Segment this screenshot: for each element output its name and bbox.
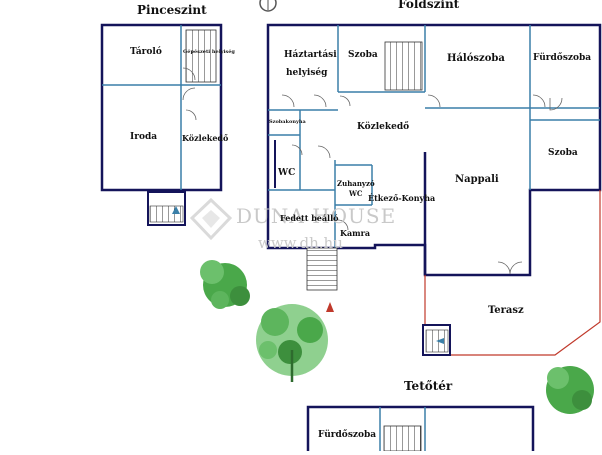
terrace [422,190,601,356]
room-label-zuhanyzo-wc: WC [349,189,363,198]
room-label-szobakonyha: Szobakonyha [269,119,306,125]
room-label-wc: WC [278,168,296,178]
room-label-fedett-beallo: Fedett beálló [280,213,339,223]
room-label-etkezo-konyha: Étkező-Konyha [368,193,436,203]
watermark-brand: DUNA HOUSE [236,204,397,228]
room-label-kozlekedo: Közlekedő [357,122,410,132]
ground-floor-title: Földszint [398,0,460,11]
watermark-logo-icon [189,197,233,241]
room-label-kozlekedo-basement: Közlekedő [182,133,229,143]
compass-icon [259,0,277,12]
room-label-haloszoba: Hálószoba [447,53,505,64]
basement-plan [100,23,223,226]
tree-icon [200,260,250,309]
watermark-url: www.dh.hu [258,234,343,252]
room-label-iroda: Iroda [130,132,158,142]
room-label-haztartasi: Háztartási [284,50,337,60]
room-label-terasz: Terasz [488,305,524,316]
room-label-gepeszeti: Gépészeti helyiség [183,49,235,55]
ground-plan [266,23,602,312]
room-label-szoba-2: Szoba [548,148,578,158]
room-label-taroló: Tároló [130,47,162,57]
basement-title: Pinceszint [137,3,207,17]
room-label-furdoszoba-attic: Fürdőszoba [318,430,377,440]
room-label-helyiseg: helyiség [286,68,328,78]
room-label-furdoszoba: Fürdőszoba [533,53,592,63]
attic-plan [306,405,535,452]
room-label-zuhanyzo: Zuhanyzó [337,179,375,188]
attic-title: Tetőtér [404,379,453,393]
tree-icon [256,304,328,382]
room-label-kamra: Kamra [340,228,370,238]
room-label-nappali: Nappali [455,174,499,185]
room-label-szoba-1: Szoba [348,50,378,60]
tree-icon [546,366,594,414]
